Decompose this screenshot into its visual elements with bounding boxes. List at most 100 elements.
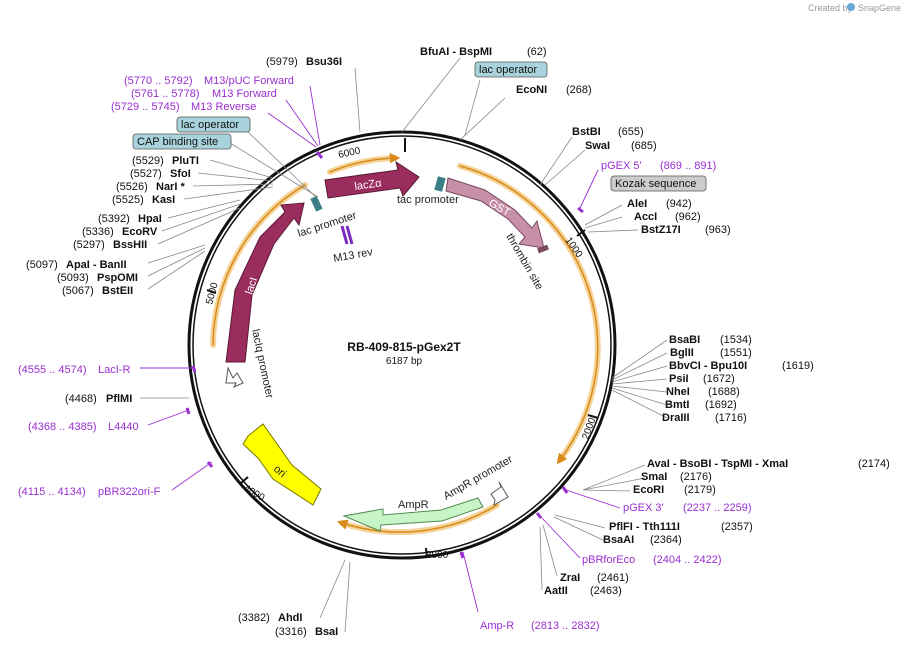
svg-text:(5525): (5525) xyxy=(112,194,144,206)
svg-text:AleI: AleI xyxy=(627,198,647,210)
laci-arrow[interactable] xyxy=(225,202,305,363)
svg-text:(5529): (5529) xyxy=(132,155,164,167)
svg-text:(1551): (1551) xyxy=(720,347,752,359)
laciq-promoter-label: lacIq promoter xyxy=(249,328,275,400)
ampr-arrow[interactable] xyxy=(342,497,484,532)
svg-text:pGEX 5': pGEX 5' xyxy=(601,160,642,172)
svg-text:M13/pUC Forward: M13/pUC Forward xyxy=(204,75,294,87)
boxed-labels: lac operator lac operator CAP binding si… xyxy=(132,61,707,192)
site-kasi: (5525) KasI xyxy=(112,194,175,206)
primer-labels: (5770 .. 5792) M13/pUC Forward (5761 .. … xyxy=(18,75,752,632)
svg-text:SfoI: SfoI xyxy=(170,168,191,180)
svg-text:(962): (962) xyxy=(675,211,701,223)
gst-arrow[interactable] xyxy=(445,177,545,249)
site-psii: PsiI (1672) xyxy=(669,373,735,385)
svg-text:(4555 .. 4574): (4555 .. 4574) xyxy=(18,364,87,376)
svg-text:(1716): (1716) xyxy=(715,412,747,424)
primer-pbrforeco: pBRforEco (2404 .. 2422) xyxy=(582,554,722,566)
svg-text:(1672): (1672) xyxy=(703,373,735,385)
svg-text:DraIII: DraIII xyxy=(662,412,690,424)
primer-m13-forward: (5761 .. 5778) M13 Forward xyxy=(131,88,277,100)
svg-text:(5527): (5527) xyxy=(130,168,162,180)
svg-text:NarI *: NarI * xyxy=(156,181,185,193)
site-bmti: BmtI (1692) xyxy=(665,399,737,411)
site-ahdi: (3382) AhdI xyxy=(238,612,302,624)
ampr-label: AmpR xyxy=(398,499,429,511)
svg-text:AatII: AatII xyxy=(544,585,568,597)
svg-text:(2404 .. 2422): (2404 .. 2422) xyxy=(653,554,722,566)
site-pflfi: PflFI - Tth111I (2357) xyxy=(609,521,753,533)
svg-text:(5770 .. 5792): (5770 .. 5792) xyxy=(124,75,193,87)
svg-text:BstEII: BstEII xyxy=(102,285,133,297)
svg-text:(5392): (5392) xyxy=(98,213,130,225)
svg-text:(2813 .. 2832): (2813 .. 2832) xyxy=(531,620,600,632)
svg-text:(5526): (5526) xyxy=(116,181,148,193)
svg-text:(1534): (1534) xyxy=(720,334,752,346)
svg-text:EcoNI: EcoNI xyxy=(516,84,547,96)
ori-arrow[interactable] xyxy=(242,423,322,506)
primer-laci-r: (4555 .. 4574) LacI-R xyxy=(18,364,130,376)
svg-text:(2174): (2174) xyxy=(858,458,890,470)
svg-text:LacI-R: LacI-R xyxy=(98,364,130,376)
svg-text:BsaBI: BsaBI xyxy=(669,334,700,346)
tac-promoter-label: tac promoter xyxy=(397,194,459,206)
site-bstz17i: BstZ17I (963) xyxy=(641,224,731,236)
site-pspomi: (5093) PspOMI xyxy=(57,272,138,284)
watermark-prefix: Created by xyxy=(808,3,853,13)
svg-text:(5761 .. 5778): (5761 .. 5778) xyxy=(131,88,200,100)
site-nhei: NheI (1688) xyxy=(666,386,740,398)
box-cap-binding-site: CAP binding site xyxy=(137,136,218,148)
site-aatii: AatII (2463) xyxy=(544,585,622,597)
site-bfuai: BfuAI - BspMI (62) xyxy=(420,46,547,58)
svg-text:M13 Forward: M13 Forward xyxy=(212,88,277,100)
svg-text:BstBI: BstBI xyxy=(572,126,601,138)
primer-amp-r: Amp-R (2813 .. 2832) xyxy=(480,620,600,632)
svg-text:PflMI: PflMI xyxy=(106,393,132,405)
tick-6000: 6000 xyxy=(337,145,361,160)
svg-text:pGEX 3': pGEX 3' xyxy=(623,502,664,514)
watermark-brand: SnapGene xyxy=(858,3,901,13)
plasmid-size: 6187 bp xyxy=(386,356,423,367)
leader-lines xyxy=(140,57,668,633)
svg-text:(942): (942) xyxy=(666,198,692,210)
box-lac-operator-1: lac operator xyxy=(479,64,537,76)
primer-m13-reverse: (5729 .. 5745) M13 Reverse xyxy=(111,101,256,113)
svg-text:ApaI - BanII: ApaI - BanII xyxy=(66,259,127,271)
svg-text:PsiI: PsiI xyxy=(669,373,689,385)
site-nari: (5526) NarI * xyxy=(116,181,185,193)
svg-text:NheI: NheI xyxy=(666,386,690,398)
svg-text:SmaI: SmaI xyxy=(641,471,667,483)
svg-text:(1619): (1619) xyxy=(782,360,814,372)
svg-text:(655): (655) xyxy=(618,126,644,138)
site-hpai: (5392) HpaI xyxy=(98,213,162,225)
ruler-ticks xyxy=(206,138,599,559)
site-swai: SwaI (685) xyxy=(585,140,657,152)
site-ecorv: (5336) EcoRV xyxy=(82,226,158,238)
svg-text:BsaI: BsaI xyxy=(315,626,338,638)
site-acci: AccI (962) xyxy=(634,211,701,223)
site-bsu36i: (5979) Bsu36I xyxy=(266,56,342,68)
site-zrai: ZraI (2461) xyxy=(560,572,629,584)
svg-text:pBR322ori-F: pBR322ori-F xyxy=(98,486,161,498)
site-bstbi: BstBI (655) xyxy=(572,126,644,138)
svg-text:(1688): (1688) xyxy=(708,386,740,398)
svg-text:(4115 .. 4134): (4115 .. 4134) xyxy=(18,486,86,498)
svg-text:(4368 .. 4385): (4368 .. 4385) xyxy=(28,421,97,433)
lacza-arrow[interactable] xyxy=(324,160,420,199)
laciq-promoter-arrow xyxy=(225,366,244,389)
primer-m13-puc-forward: (5770 .. 5792) M13/pUC Forward xyxy=(124,75,294,87)
svg-text:BstZ17I: BstZ17I xyxy=(641,224,681,236)
snapgene-logo-icon xyxy=(847,3,855,11)
svg-text:PluTI: PluTI xyxy=(172,155,199,167)
svg-text:(1692): (1692) xyxy=(705,399,737,411)
svg-text:(5093): (5093) xyxy=(57,272,89,284)
site-draiii: DraIII (1716) xyxy=(662,412,747,424)
box-lac-operator-2: lac operator xyxy=(181,119,239,131)
svg-text:PspOMI: PspOMI xyxy=(97,272,138,284)
svg-text:(3316): (3316) xyxy=(275,626,307,638)
svg-text:EcoRV: EcoRV xyxy=(122,226,158,238)
svg-text:(5979): (5979) xyxy=(266,56,298,68)
svg-text:Bsu36I: Bsu36I xyxy=(306,56,342,68)
snapgene-watermark: Created by SnapGene xyxy=(808,3,901,13)
